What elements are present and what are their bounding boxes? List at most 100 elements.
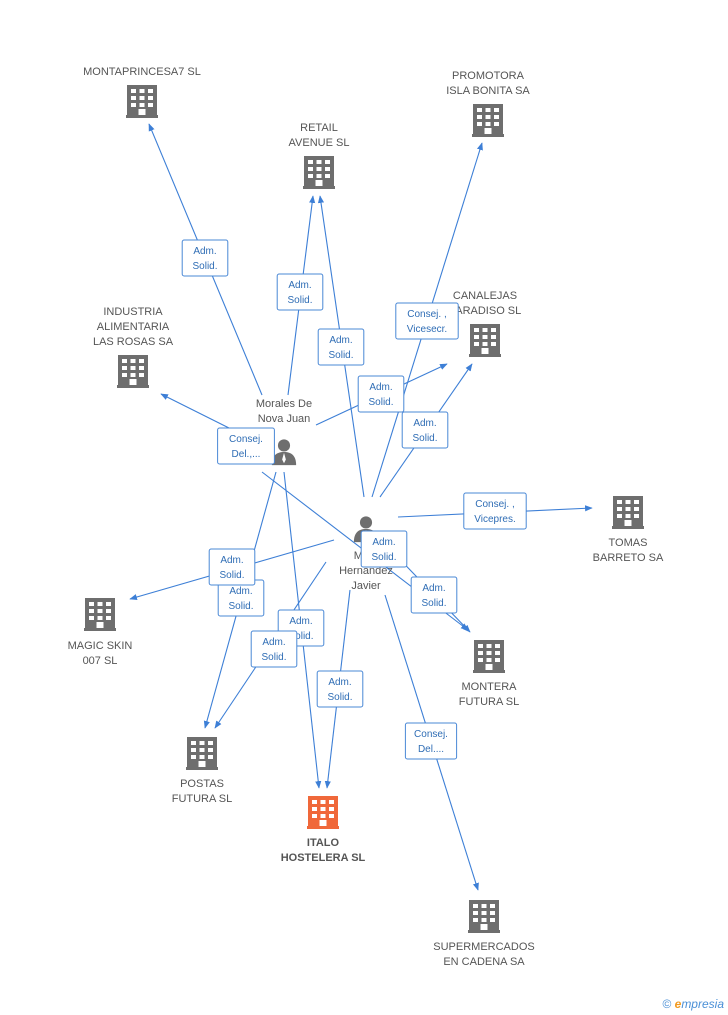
relation-label-text: Adm. [262,637,285,648]
company-promotora-label: PROMOTORA [452,70,525,82]
company-retail-label: RETAIL [300,122,338,134]
building-icon [126,85,158,118]
person-morales-label: Morales De [256,398,312,410]
person-hernandez-label: Hernandez [339,565,393,577]
person-morales-label: Nova Juan [258,413,311,425]
relation-label-text: Solid. [287,295,312,306]
company-magic-label: 007 SL [83,655,118,667]
company-node-montera[interactable]: MONTERA FUTURA SL [459,640,520,708]
building-icon [612,496,644,529]
relation-label-text: Adm. [229,586,252,597]
relation-label-text: Adm. [329,335,352,346]
company-node-tomas[interactable]: TOMAS BARRETO SA [593,496,664,564]
company-supermercados-label: SUPERMERCADOS [433,941,534,953]
relation-label-text: Adm. [328,677,351,688]
company-supermercados-label: EN CADENA SA [443,956,525,968]
relation-label-text: Adm. [422,583,445,594]
relation-label-text: Solid. [412,433,437,444]
relation-label-hernandez-canalejas[interactable]: Adm.Solid. [401,411,449,449]
relation-label-text: Del.,... [232,449,261,460]
company-node-supermercados[interactable]: SUPERMERCADOS EN CADENA SA [433,900,535,968]
relation-label-morales-retail[interactable]: Adm. Solid. [276,273,324,311]
relation-label-morales-montera[interactable]: Adm. Solid. [360,530,408,568]
company-montaprincesa-label: MONTAPRINCESA7 SL [83,66,201,78]
company-italo-label: HOSTELERA SL [281,852,366,864]
building-icon [84,598,116,631]
company-canalejas-label: PARADISO SL [449,305,522,317]
relation-label-text: Solid. [421,598,446,609]
building-icon [186,737,218,770]
relation-label-text: Adm. [193,246,216,257]
relation-label-morales-montaprincesa[interactable]: Adm. Solid. [181,239,229,277]
relation-label-hernandez-retail[interactable]: Adm. Solid. [317,328,365,366]
relation-label-text: Adm. [372,537,395,548]
company-montera-label: MONTERA [462,681,518,693]
relation-label-text: Solid. [368,397,393,408]
person-node-morales[interactable]: Morales De Nova Juan [256,398,312,466]
company-node-canalejas[interactable]: CANALEJAS PARADISO SL [449,290,522,357]
relation-label-text: Adm. [289,616,312,627]
building-icon [473,640,505,673]
relation-label-hernandez-promotora[interactable]: Consej. , Vicesecr. [395,302,459,340]
company-node-industria[interactable]: INDUSTRIA ALIMENTARIA LAS ROSAS SA [93,306,174,388]
company-node-magic[interactable]: MAGIC SKIN 007 SL [68,598,133,667]
relation-label-text: Solid. [192,261,217,272]
relation-label-text: Consej. [229,434,263,445]
relation-label-text: Solid. [371,552,396,563]
relation-label-text: Consej. , [475,499,514,510]
company-node-promotora[interactable]: PROMOTORA ISLA BONITA SA [446,70,530,137]
relation-label-text: Del.... [418,744,444,755]
relation-label-hernandez-tomas[interactable]: Consej. , Vicepres. [463,492,527,530]
relation-label-text: Solid. [219,570,244,581]
relation-label-hernandez-montera[interactable]: Adm. Solid. [410,576,458,614]
relation-label-hernandez-magic[interactable]: Adm.Solid. [208,548,256,586]
company-tomas-label: TOMAS [609,537,648,549]
company-postas-label: FUTURA SL [172,793,233,805]
company-industria-label: LAS ROSAS SA [93,336,174,348]
company-promotora-label: ISLA BONITA SA [446,85,530,97]
company-node-montaprincesa[interactable]: MONTAPRINCESA7 SL [83,66,201,118]
company-tomas-label: BARRETO SA [593,552,664,564]
relation-label-text: Solid. [228,601,253,612]
company-canalejas-label: CANALEJAS [453,290,517,302]
company-node-retail[interactable]: RETAIL AVENUE SL [289,122,350,189]
relation-label-text: Adm. [369,382,392,393]
company-magic-label: MAGIC SKIN [68,640,133,652]
company-montera-label: FUTURA SL [459,696,520,708]
copyright-icon: © [662,997,672,1011]
brand-logo-text: mpresia [681,997,724,1011]
relation-label-text: Consej. , [407,309,446,320]
building-icon [303,156,335,189]
relation-label-hernandez-supermercados[interactable]: Consej. Del.... [404,722,458,760]
relation-label-hernandez-italo[interactable]: Adm. Solid. [316,670,364,708]
building-icon [472,104,504,137]
relation-label-text: Solid. [327,692,352,703]
relation-label-text: Solid. [328,350,353,361]
relation-label-text: Adm. [288,280,311,291]
company-industria-label: INDUSTRIA [103,306,163,318]
building-icon [469,324,501,357]
company-retail-label: AVENUE SL [289,137,350,149]
relation-label-hernandez-postas[interactable]: Adm.Solid. [250,630,298,668]
relation-label-text: Solid. [288,631,313,642]
company-italo-label: ITALO [307,837,340,849]
building-icon [307,796,339,829]
person-icon [271,439,297,466]
person-hernandez-label: Javier [351,580,381,592]
relation-label-morales-postas[interactable]: Adm. Solid. [217,579,265,617]
relation-label-morales-industria[interactable]: Consej. Del.,... [217,427,275,465]
nodes-layer: MONTAPRINCESA7 SL PROMOTORA ISLA BONITA SA… [68,66,664,968]
brand-footer: © empresia [662,997,724,1011]
company-node-italo[interactable]: ITALO HOSTELERA SL [281,796,366,864]
company-node-postas[interactable]: POSTAS FUTURA SL [172,737,233,805]
relation-label-text: Consej. [414,729,448,740]
relation-label-text: Vicepres. [474,514,516,525]
relation-label-text: Vicesecr. [407,324,447,335]
relation-label-morales-canalejas[interactable]: Adm. Solid. [357,375,405,413]
company-postas-label: POSTAS [180,778,224,790]
relation-labels-layer: Adm.Solid.Adm.Solid.Consej.Del.,...Adm.S… [181,239,527,760]
building-icon [468,900,500,933]
company-industria-label: ALIMENTARIA [97,321,170,333]
brand-logo-e: e [674,997,682,1011]
